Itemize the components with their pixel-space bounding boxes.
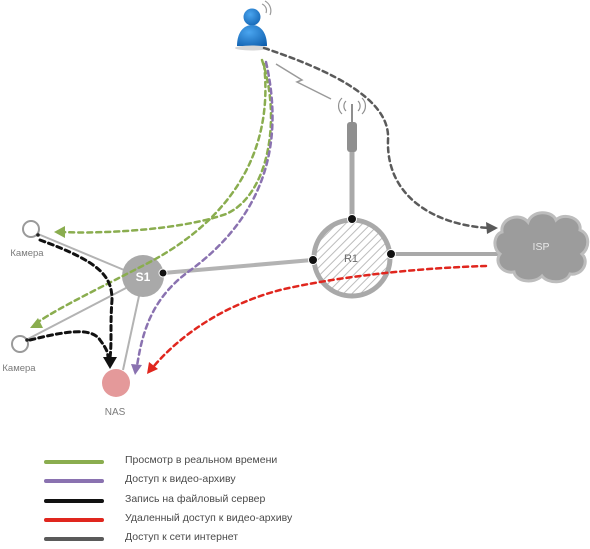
switch-s1-node[interactable] bbox=[122, 255, 164, 297]
user-icon[interactable] bbox=[235, 0, 272, 51]
legend-item: Просмотр в реальном времени bbox=[44, 453, 464, 472]
isp-label: ISP bbox=[533, 241, 550, 253]
legend-label: Доступ к видео-архиву bbox=[125, 473, 236, 486]
cloud-icon bbox=[493, 211, 590, 284]
flow-recording-2 bbox=[28, 330, 110, 360]
link-s1-r1 bbox=[162, 258, 313, 275]
camera-1[interactable]: Камера bbox=[10, 220, 44, 259]
arrowhead bbox=[54, 226, 65, 238]
legend-item: Удаленный доступ к видео-архиву bbox=[44, 511, 464, 530]
port-dot bbox=[308, 255, 318, 265]
signal-icon bbox=[261, 3, 268, 14]
legend: Просмотр в реальном времени Доступ к вид… bbox=[44, 453, 464, 549]
flows bbox=[28, 46, 498, 375]
legend-swatch-internet-access bbox=[44, 537, 104, 542]
arrowhead bbox=[131, 364, 142, 375]
legend-item: Доступ к видео-архиву bbox=[44, 472, 464, 491]
nas-node[interactable] bbox=[102, 369, 130, 397]
port-dot bbox=[36, 233, 40, 237]
flow-internet-access bbox=[262, 46, 492, 230]
flow-recording-1 bbox=[38, 238, 114, 360]
legend-label: Просмотр в реальном времени bbox=[125, 454, 278, 466]
nas[interactable]: NAS bbox=[102, 369, 130, 418]
camera-2-node[interactable] bbox=[11, 335, 29, 353]
lightning-icon bbox=[275, 63, 332, 100]
switch-s1[interactable]: S1 bbox=[122, 255, 168, 297]
legend-swatch-recording bbox=[44, 498, 104, 503]
arrowhead bbox=[147, 362, 158, 374]
legend-label: Запись на файловый сервер bbox=[125, 492, 266, 505]
legend-swatch-remote-archive bbox=[44, 517, 104, 522]
flow-archive-access bbox=[135, 60, 274, 368]
antenna-icon bbox=[338, 97, 366, 152]
link-s1-nas bbox=[122, 295, 140, 371]
arrowhead bbox=[30, 318, 43, 328]
arrowhead bbox=[486, 222, 498, 234]
legend-label: Доступ к сети интернет bbox=[125, 531, 239, 544]
camera-1-node[interactable] bbox=[22, 220, 40, 238]
link-camera2-s1 bbox=[25, 287, 127, 341]
flow-remote-archive-access bbox=[152, 264, 488, 368]
isp-cloud[interactable]: ISP bbox=[493, 211, 590, 284]
port-dot bbox=[386, 249, 396, 259]
link-camera1-s1 bbox=[37, 233, 125, 271]
legend-item: Доступ к сети интернет bbox=[44, 530, 464, 549]
legend-swatch-archive-access bbox=[44, 479, 104, 484]
legend-item: Запись на файловый сервер bbox=[44, 492, 464, 511]
camera-1-label: Камера bbox=[10, 248, 44, 259]
flow-live-view-2 bbox=[36, 62, 267, 324]
router-r1[interactable]: R1 bbox=[308, 214, 396, 299]
switch-s1-label: S1 bbox=[136, 270, 151, 284]
port-dot bbox=[158, 268, 168, 278]
flow-live-view-1 bbox=[60, 58, 273, 234]
router-r1-label: R1 bbox=[344, 253, 358, 265]
arrowhead bbox=[103, 357, 117, 369]
legend-swatch-live-view bbox=[44, 460, 104, 464]
camera-2[interactable]: Камера bbox=[2, 335, 36, 374]
port-dot bbox=[347, 214, 357, 224]
nas-label: NAS bbox=[105, 407, 126, 418]
legend-label: Удаленный доступ к видео-архиву bbox=[125, 511, 293, 524]
camera-2-label: Камера bbox=[2, 363, 36, 374]
port-dot bbox=[25, 338, 29, 342]
